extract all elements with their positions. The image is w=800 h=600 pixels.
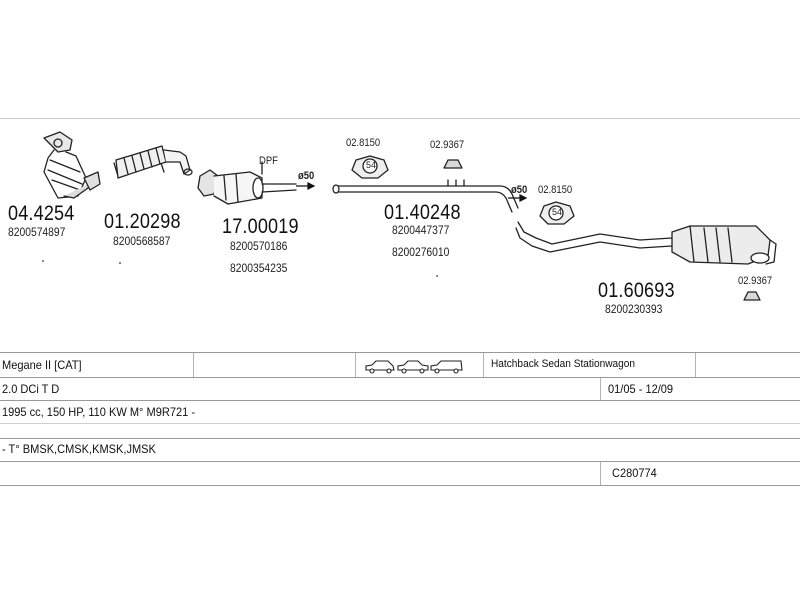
oem-number: 8200568587: [113, 234, 171, 248]
part-number: 01.40248: [384, 201, 461, 224]
part-number: 01.20298: [104, 210, 181, 233]
top-border: [0, 118, 800, 119]
column-separator: [483, 353, 484, 377]
catalytic-converter-icon: [43, 131, 101, 199]
table-divider: [0, 377, 800, 378]
table-divider: [0, 438, 800, 439]
oem-number: 8200570186: [230, 239, 288, 253]
reference-number: C280774: [612, 466, 657, 480]
clamp-a-number: 02.9367: [430, 139, 465, 151]
hanger-badge: 54: [366, 160, 377, 170]
engine: 2.0 DCi T D: [2, 382, 60, 396]
rubber-hanger-icon: [351, 155, 389, 179]
part-number: 01.60693: [598, 279, 675, 302]
oem-number: 8200276010: [392, 245, 450, 259]
rear-silencer-icon: [515, 221, 777, 265]
diameter-label: ø50: [511, 184, 528, 196]
flex-pipe-icon: [113, 145, 193, 179]
oem-number: 8200447377: [392, 223, 450, 237]
rubber-hanger-icon: [539, 201, 575, 225]
hanger-badge: 54: [552, 207, 563, 217]
dpf-label: DPF: [259, 155, 278, 167]
column-separator: [193, 353, 194, 377]
column-separator: [600, 378, 601, 400]
table-divider: [0, 485, 800, 486]
part-number: 04.4254: [8, 202, 75, 225]
clamp-icon: [443, 159, 463, 169]
dpf-filter-icon: [197, 161, 297, 205]
stationwagon-icon: [430, 360, 463, 374]
engine-specs: 1995 cc, 150 HP, 110 KW M° M9R721 -: [2, 405, 196, 419]
vehicle-model: Megane II [CAT]: [2, 358, 82, 372]
clamp-b-number: 02.9367: [738, 275, 773, 287]
table-divider: [0, 352, 800, 353]
diameter-arrow-icon: [296, 182, 528, 202]
sedan-icon: [397, 360, 429, 374]
column-separator: [695, 353, 696, 377]
hanger-a-number: 02.8150: [346, 137, 381, 149]
hanger-b-number: 02.8150: [538, 184, 573, 196]
intermediate-pipe-icon: [332, 179, 519, 213]
diameter-label: ø50: [298, 170, 315, 182]
oem-number: 8200230393: [605, 302, 663, 316]
body-styles: Hatchback Sedan Stationwagon: [491, 358, 636, 370]
table-divider: [0, 461, 800, 462]
car-body-icons: [365, 360, 463, 374]
hatchback-icon: [365, 360, 395, 374]
table-divider: [0, 400, 800, 401]
part-number: 17.00019: [222, 215, 299, 238]
oem-number: 8200354235: [230, 261, 288, 275]
exhaust-drawing: [42, 131, 777, 301]
clamp-icon: [743, 291, 761, 301]
oem-number: 8200574897: [8, 225, 66, 239]
table-divider: [0, 423, 800, 424]
column-separator: [355, 353, 356, 377]
column-separator: [600, 462, 601, 485]
production-period: 01/05 - 12/09: [608, 382, 674, 396]
engine-codes: - T° BMSK,CMSK,KMSK,JMSK: [2, 442, 156, 456]
